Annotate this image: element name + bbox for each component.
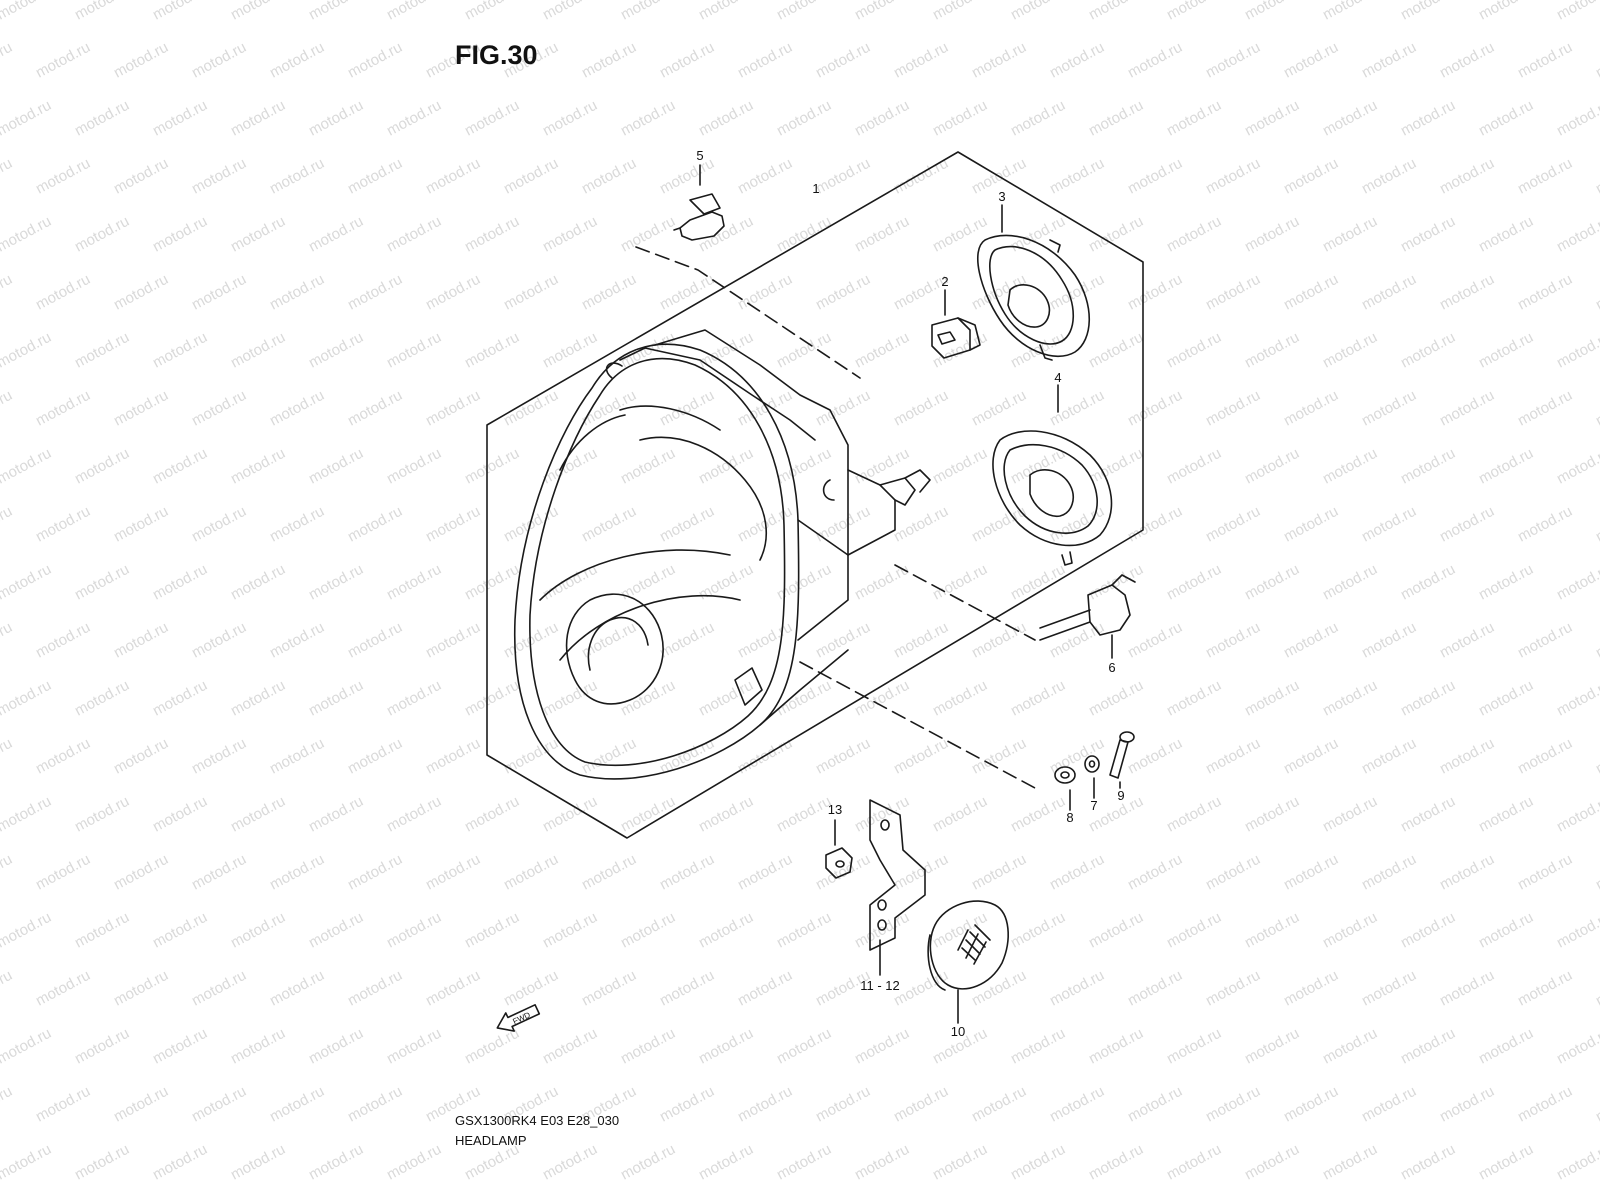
bulb-part-6 bbox=[1039, 574, 1136, 659]
cover-part-3 bbox=[977, 204, 1091, 361]
headlamp-housing-part-1 bbox=[513, 329, 931, 780]
callout-3: 3 bbox=[998, 189, 1005, 204]
model-code: GSX1300RK4 E03 E28_030 bbox=[455, 1113, 620, 1128]
socket-part-2 bbox=[931, 289, 981, 359]
callout-5: 5 bbox=[696, 148, 703, 163]
callout-10: 10 bbox=[951, 1024, 965, 1039]
callout-9: 9 bbox=[1117, 788, 1124, 803]
cap-part-10 bbox=[927, 900, 1009, 1024]
screw-part-9 bbox=[1109, 731, 1135, 789]
callout-1: 1 bbox=[812, 181, 819, 196]
bulb-part-5 bbox=[673, 164, 725, 241]
washer-part-7 bbox=[1084, 755, 1100, 799]
collar-part-8 bbox=[1054, 766, 1076, 811]
figure-title: FIG.30 bbox=[455, 40, 538, 70]
leader-parts-7-8-9 bbox=[799, 661, 1036, 789]
cover-part-4 bbox=[992, 384, 1113, 566]
assembly-frame bbox=[486, 151, 1144, 839]
section-name: HEADLAMP bbox=[455, 1133, 527, 1148]
callout-7: 7 bbox=[1090, 798, 1097, 813]
fwd-arrow-icon: FWD bbox=[496, 1003, 541, 1032]
nut-part-13 bbox=[825, 819, 853, 879]
callout-6: 6 bbox=[1108, 660, 1115, 675]
callout-13: 13 bbox=[828, 802, 842, 817]
callout-8: 8 bbox=[1066, 810, 1073, 825]
callout-2: 2 bbox=[941, 274, 948, 289]
leader-part-5 bbox=[635, 246, 861, 379]
bracket-parts-11-12 bbox=[869, 799, 926, 976]
leader-part-6 bbox=[894, 564, 1036, 641]
callout-11-12: 11 - 12 bbox=[860, 978, 900, 993]
callout-4: 4 bbox=[1054, 370, 1061, 385]
